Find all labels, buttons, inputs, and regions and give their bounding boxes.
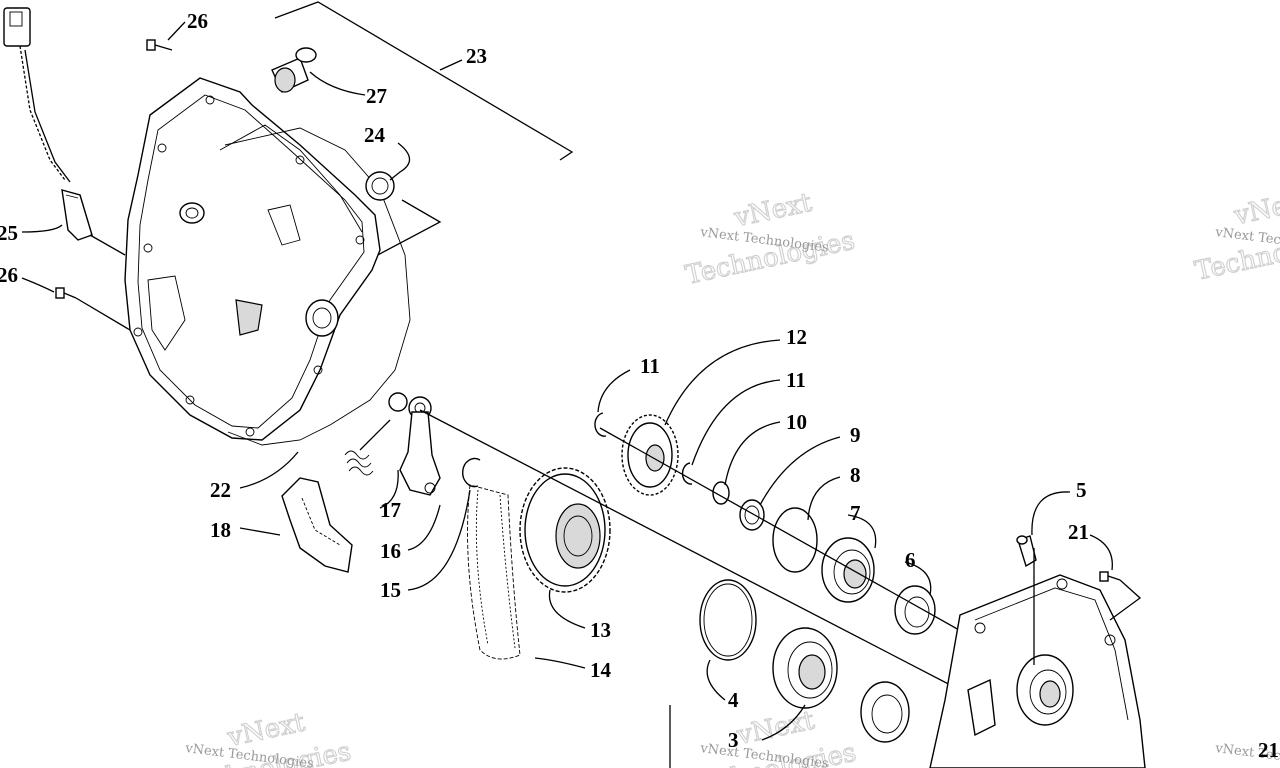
slider-18	[281, 477, 353, 573]
bolt-26-lower	[55, 287, 131, 331]
callout-26-top: 26	[187, 9, 208, 33]
callout-3: 3	[728, 728, 739, 752]
callout-26-lower: 26	[0, 263, 18, 287]
snapring-15	[462, 457, 481, 488]
tensioner-16	[388, 392, 441, 496]
callout-8: 8	[850, 463, 861, 487]
callout-25: 25	[0, 221, 18, 245]
bolt-26-top	[146, 39, 173, 51]
callout-16: 16	[380, 539, 401, 563]
seal-24	[365, 171, 395, 201]
bolt-21	[1099, 571, 1142, 621]
chaincase-cover	[124, 77, 381, 441]
callout-11-lower: 11	[786, 368, 806, 392]
watermark-brand-line1: vNext	[1231, 186, 1280, 232]
ring-11a	[594, 412, 607, 437]
axis-lines	[419, 409, 969, 691]
callout-9: 9	[850, 423, 861, 447]
watermark-brand-line1: vNext	[731, 188, 815, 234]
callout-27: 27	[366, 84, 387, 108]
callout-12: 12	[786, 325, 807, 349]
callout-4: 4	[728, 688, 739, 712]
callout-18: 18	[210, 518, 231, 542]
sprocket-13	[519, 467, 611, 593]
callout-15: 15	[380, 578, 401, 602]
vent-5	[1016, 535, 1037, 665]
gearbox-housing	[929, 574, 1146, 768]
callout-21-lower: 21	[1258, 738, 1279, 762]
callout-24: 24	[364, 123, 386, 147]
bearing-3	[772, 627, 838, 709]
chain-14	[467, 484, 521, 660]
callout-22: 22	[210, 478, 231, 502]
ring-11b	[681, 462, 693, 485]
callout-17: 17	[380, 498, 401, 522]
callout-21-upper: 21	[1068, 520, 1089, 544]
callout-13: 13	[590, 618, 611, 642]
ring-8	[772, 507, 818, 573]
watermark-brand-line1: vNext	[734, 705, 818, 751]
seal-lower	[860, 681, 910, 743]
ring-4	[699, 579, 757, 661]
spring-17	[344, 419, 391, 476]
washer-9	[739, 499, 765, 531]
callout-6: 6	[905, 548, 916, 572]
callout-11-upper: 11	[640, 354, 660, 378]
callout-14: 14	[590, 658, 612, 682]
seal-6	[894, 585, 936, 635]
callout-10: 10	[786, 410, 807, 434]
callout-5: 5	[1076, 478, 1087, 502]
gear-12	[621, 414, 679, 496]
callout-23: 23	[466, 44, 487, 68]
plug-27	[271, 47, 317, 93]
gasket-22	[224, 127, 411, 446]
callout-7: 7	[850, 501, 861, 525]
bearing-7	[821, 537, 875, 603]
sensor-25	[3, 7, 93, 241]
